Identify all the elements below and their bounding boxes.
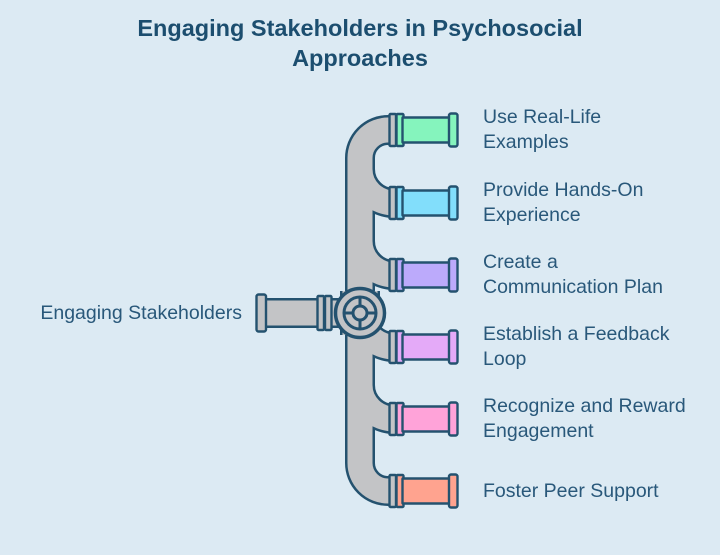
- branch-label-4-line1: Establish a Feedback: [483, 323, 670, 345]
- input-flange-bar-1: [316, 294, 326, 332]
- branch4-end-cap: [447, 329, 459, 365]
- branch2-end-cap: [447, 185, 459, 221]
- branch6-end-cap: [447, 473, 459, 509]
- page-title-line2: Approaches: [292, 45, 428, 71]
- pipe-branch-3: [388, 257, 459, 293]
- branch3-end-cap: [447, 257, 459, 293]
- pipe-branch-4: [388, 329, 459, 365]
- branch-label-4-line2: Loop: [483, 347, 527, 370]
- branch5-flange-gray: [388, 401, 398, 437]
- pipe-branch-2: [388, 185, 459, 221]
- branch-label-1-line2: Examples: [483, 130, 569, 153]
- branch-label-3: Create a Communication Plan: [483, 250, 718, 299]
- branch-label-4: Establish a Feedback Loop: [483, 322, 718, 371]
- branch5-end-cap: [447, 401, 459, 437]
- branch5-body: [401, 405, 451, 433]
- input-pipe-end-cap: [255, 293, 268, 333]
- branch-label-6: Foster Peer Support: [483, 479, 718, 504]
- pipe-branch-5: [388, 401, 459, 437]
- pipe-branch-1: [388, 112, 459, 148]
- branch4-body: [401, 333, 451, 361]
- branch6-flange-gray: [388, 473, 398, 509]
- branch-label-5-line2: Engagement: [483, 419, 594, 442]
- input-flange-bar-2: [323, 294, 333, 332]
- branch-label-1-line1: Use Real-Life: [483, 106, 602, 128]
- branch3-flange-gray: [388, 257, 398, 293]
- branch6-body: [401, 477, 451, 505]
- pipe-branch-6: [388, 473, 459, 509]
- branch2-body: [401, 189, 451, 217]
- branch-label-6-line1: Foster Peer Support: [483, 480, 659, 502]
- branch1-body: [401, 116, 451, 144]
- branch3-body: [401, 261, 451, 289]
- valve-hub: [351, 304, 369, 322]
- branch-label-2: Provide Hands-On Experience: [483, 178, 718, 227]
- source-label: Engaging Stakeholders: [40, 302, 242, 324]
- branch2-flange-gray: [388, 185, 398, 221]
- page-title-line1: Engaging Stakeholders in Psychosocial: [137, 15, 583, 41]
- branch-label-5: Recognize and Reward Engagement: [483, 394, 718, 443]
- branch-label-3-line2: Communication Plan: [483, 275, 663, 298]
- valve-wheel-icon: [333, 286, 387, 340]
- input-pipe-fittings: [255, 293, 333, 333]
- page-title: Engaging Stakeholders in Psychosocial Ap…: [0, 13, 720, 73]
- branch-label-3-line1: Create a: [483, 251, 558, 273]
- branch4-flange-gray: [388, 329, 398, 365]
- branch-label-2-line1: Provide Hands-On: [483, 179, 644, 201]
- branch-label-1: Use Real-Life Examples: [483, 105, 718, 154]
- branch-label-5-line1: Recognize and Reward: [483, 395, 686, 417]
- branch1-flange-gray: [388, 112, 398, 148]
- branch-label-2-line2: Experience: [483, 203, 581, 226]
- branch1-end-cap: [447, 112, 459, 148]
